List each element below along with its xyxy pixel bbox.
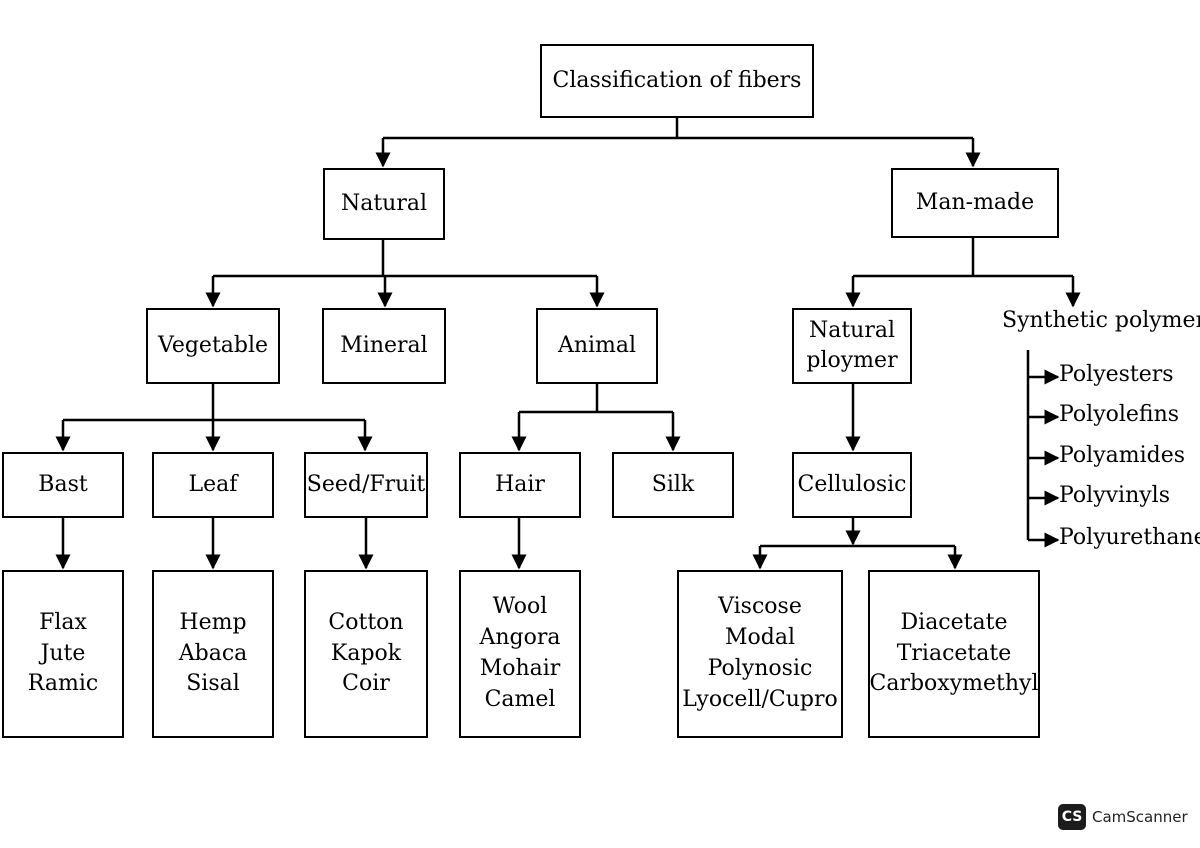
natural-polymer-label-line2: ploymer: [806, 348, 898, 373]
synthetic-item-polyvinyls: Polyvinyls: [1059, 483, 1171, 508]
camscanner-logo-icon: CS: [1058, 804, 1086, 830]
list-item: Modal: [724, 625, 795, 651]
silk-label: Silk: [651, 471, 695, 497]
cellulosic-node: Cellulosic: [792, 452, 912, 518]
hair-label: Hair: [495, 471, 545, 497]
acetate-fibers-list: Diacetate Triacetate Carboxymethyl: [868, 570, 1040, 738]
natural-node: Natural: [323, 168, 445, 240]
list-item: Angora: [479, 625, 561, 651]
list-item: Mohair: [479, 656, 561, 681]
hair-fibers-list: Wool Angora Mohair Camel: [459, 570, 581, 738]
animal-label: Animal: [557, 332, 637, 358]
list-item: Abaca: [178, 640, 248, 666]
camscanner-label: CamScanner: [1092, 808, 1188, 826]
synthetic-item-polyesters: Polyesters: [1059, 362, 1174, 387]
list-item: Diacetate: [900, 609, 1008, 635]
synthetic-polymer-label: Synthetic polymer: [1002, 308, 1200, 333]
list-item: Viscose: [718, 594, 802, 620]
list-item: Coir: [342, 671, 390, 697]
synthetic-item-polyamides: Polyamides: [1059, 443, 1186, 468]
vegetable-node: Vegetable: [146, 308, 280, 384]
synthetic-item-polyolefins: Polyolefins: [1059, 402, 1180, 427]
synthetic-item-polyurethanes: Polyurethanes: [1059, 525, 1200, 550]
leaf-fibers-list: Hemp Abaca Sisal: [152, 570, 274, 738]
natural-polymer-label-line1: Natural: [808, 318, 896, 344]
bast-node: Bast: [2, 452, 124, 518]
list-item: Hemp: [179, 609, 247, 635]
natural-polymer-node: Natural ploymer: [792, 308, 912, 384]
list-item: Carboxymethyl: [869, 671, 1039, 697]
seed-fruit-node: Seed/Fruit: [304, 452, 428, 518]
list-item: Jute: [40, 640, 86, 666]
vegetable-connector: [63, 384, 365, 422]
mineral-label: Mineral: [340, 332, 428, 358]
animal-connector: [519, 384, 673, 414]
root-node: Classification of fibers: [540, 44, 814, 118]
list-item: Triacetate: [896, 640, 1012, 666]
list-item: Wool: [492, 594, 548, 620]
animal-node: Animal: [536, 308, 658, 384]
vegetable-label: Vegetable: [157, 332, 269, 358]
list-item: Camel: [484, 686, 556, 712]
silk-node: Silk: [612, 452, 734, 518]
seed-fruit-label: Seed/Fruit: [306, 471, 426, 497]
manmade-connector: [853, 238, 1073, 278]
list-item: Polynosic: [707, 656, 813, 681]
list-item: Cotton: [328, 609, 404, 635]
regenerated-fibers-list: Viscose Modal Polynosic Lyocell/Cupro: [677, 570, 843, 738]
list-item: Ramic: [27, 671, 99, 697]
natural-label: Natural: [340, 190, 428, 216]
root-label: Classification of fibers: [552, 67, 802, 93]
list-item: Lyocell/Cupro: [682, 686, 838, 712]
bast-label: Bast: [38, 471, 88, 497]
leaf-node: Leaf: [152, 452, 274, 518]
manmade-node: Man-made: [891, 168, 1059, 238]
seed-fruit-fibers-list: Cotton Kapok Coir: [304, 570, 428, 738]
root-connector: [383, 118, 973, 140]
natural-connector: [213, 240, 597, 278]
list-item: Flax: [39, 609, 87, 635]
camscanner-watermark: CS CamScanner: [1058, 804, 1188, 830]
cellulosic-label: Cellulosic: [797, 471, 907, 497]
list-item: Sisal: [186, 671, 240, 697]
bast-fibers-list: Flax Jute Ramic: [2, 570, 124, 738]
leaf-label: Leaf: [188, 471, 238, 497]
list-item: Kapok: [330, 640, 402, 666]
mineral-node: Mineral: [322, 308, 446, 384]
hair-node: Hair: [459, 452, 581, 518]
manmade-label: Man-made: [915, 189, 1035, 215]
